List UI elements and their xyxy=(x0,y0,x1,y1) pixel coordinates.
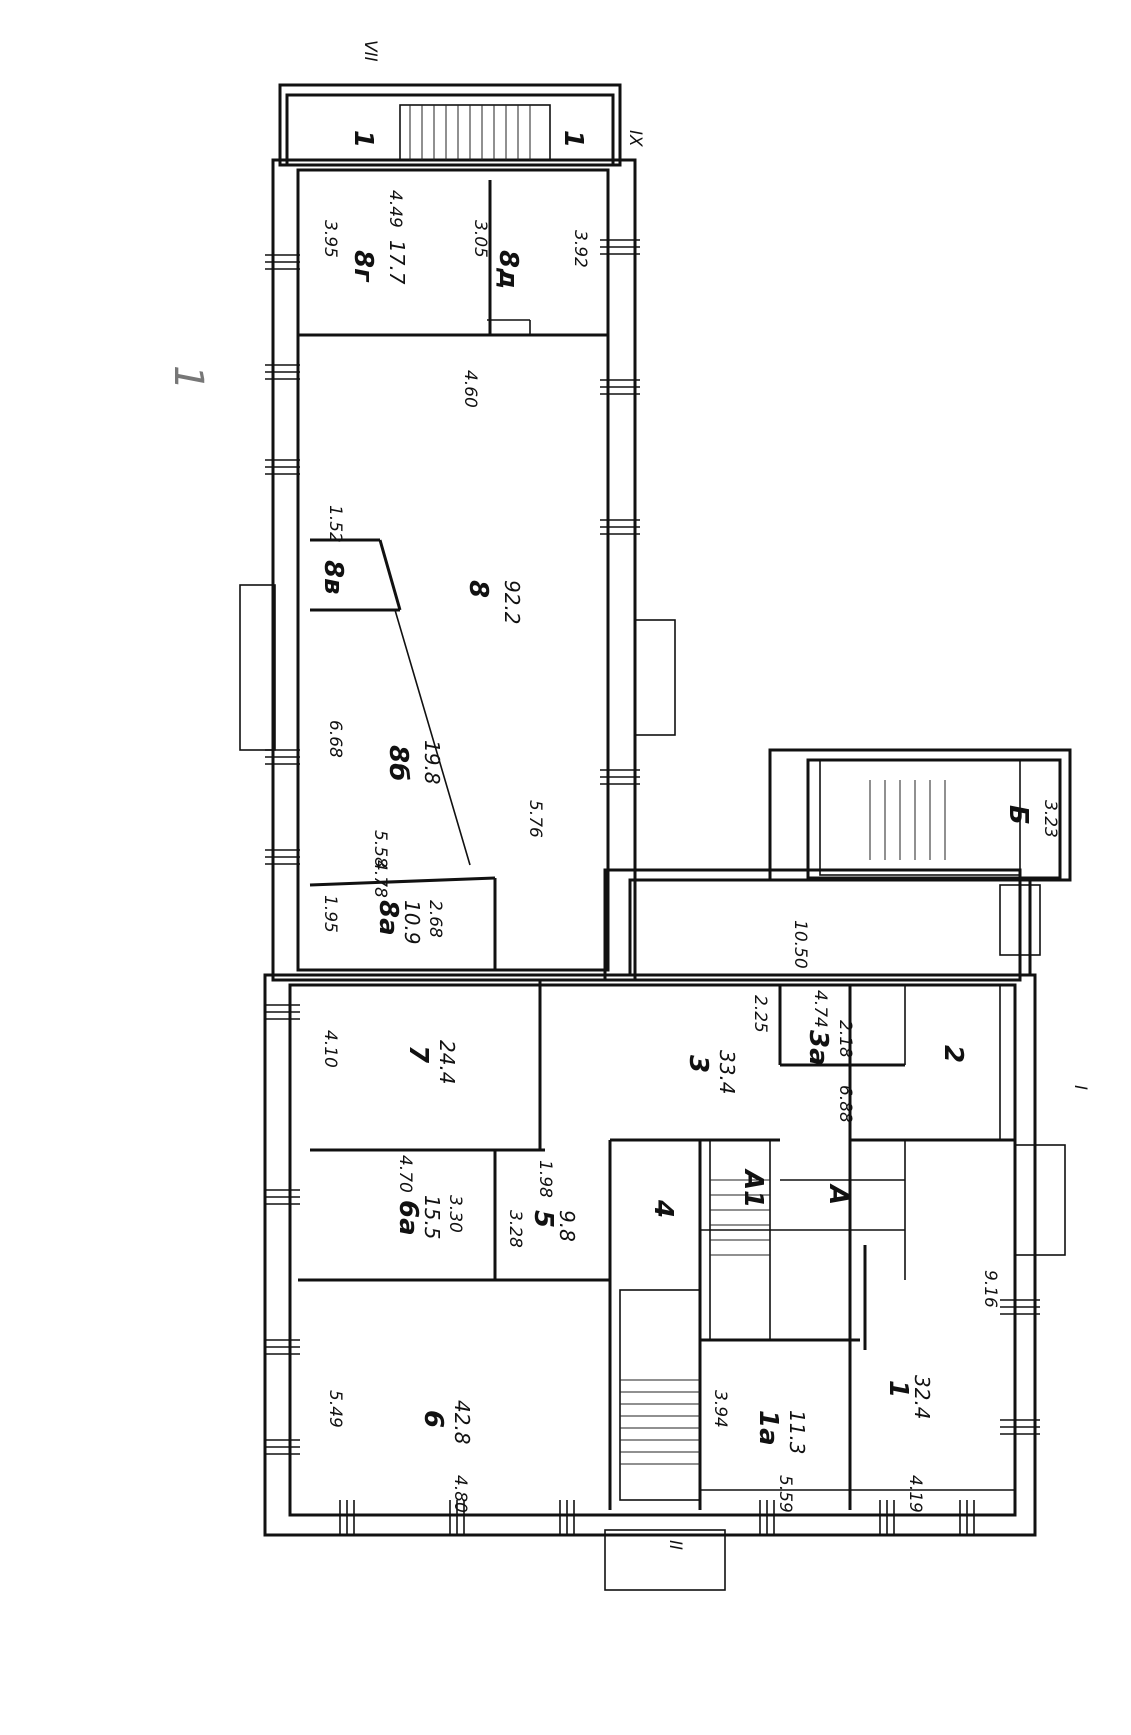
room-8v-dim: 1.52 xyxy=(325,505,345,543)
room-A-label: А xyxy=(823,1183,853,1205)
section-mark-right: I xyxy=(1070,1085,1090,1090)
room-8d-label: 8д xyxy=(493,250,523,289)
room-3-area: 33.4 xyxy=(715,1050,739,1095)
room-8-area: 92.2 xyxy=(500,580,524,625)
section-mark-top-a: VII xyxy=(360,40,380,62)
room-2-label: 2 xyxy=(938,1045,968,1063)
room-6a-label: 6а xyxy=(393,1200,423,1236)
room-1-dim-a: 9.16 xyxy=(980,1270,1000,1308)
room-8-label: 8 xyxy=(463,580,493,598)
room-5-label: 5 xyxy=(528,1210,558,1228)
room-3-dim-a: 2.25 xyxy=(750,995,770,1033)
section-mark-top-b: IX xyxy=(625,130,645,147)
room-1a-area: 11.3 xyxy=(785,1410,809,1455)
room-7-dim: 4.10 xyxy=(320,1030,340,1068)
room-8a-label: 8а xyxy=(373,900,403,936)
partitions xyxy=(298,180,1015,1510)
room-8d-dim-a: 3.05 xyxy=(470,220,490,258)
room-8g-label: 8г xyxy=(348,250,378,283)
room-8b-area: 19.8 xyxy=(420,740,444,785)
room-6a-dim-a: 4.70 xyxy=(395,1155,415,1193)
room-8b-label: 8б xyxy=(383,745,413,781)
room-6a-dim-b: 3.30 xyxy=(445,1195,465,1233)
room-3a-label: 3а xyxy=(803,1030,833,1066)
room-3-dim-b: 6.88 xyxy=(835,1085,855,1123)
section-mark-bottom: II xyxy=(665,1540,685,1550)
outer-walls xyxy=(263,83,1072,1537)
room-B-dim: 3.23 xyxy=(1040,800,1060,838)
room-1a-label: 1а xyxy=(753,1410,783,1446)
room-5-dim-b: 3.28 xyxy=(505,1210,525,1248)
room-1a-dim-a: 3.94 xyxy=(710,1390,730,1428)
room-8-dim-a: 4.60 xyxy=(460,370,480,408)
room-B-label: Б xyxy=(1003,805,1033,825)
room-8a-dim-a: 1.95 xyxy=(320,895,340,933)
room-3a-dim-a: 4.74 xyxy=(810,990,830,1028)
room-8d-dim-b: 3.92 xyxy=(570,230,590,268)
room-3a-dim-b: 2.18 xyxy=(835,1020,855,1058)
room-5-area: 9.8 xyxy=(555,1210,579,1242)
room-6-dim-a: 5.49 xyxy=(325,1390,345,1428)
room-8g-dim-b: 4.49 xyxy=(385,190,405,228)
room-6-label: 6 xyxy=(418,1410,448,1428)
room-1-area: 32.4 xyxy=(910,1375,934,1420)
room-8a-dim-d: 5.58 xyxy=(370,830,390,868)
room-6-area: 42.8 xyxy=(450,1400,474,1445)
room-1-label: 1 xyxy=(883,1380,913,1398)
room-1-top-right-label: 1 xyxy=(558,130,588,148)
side-scrawl: 1 xyxy=(165,365,211,390)
room-3-label: 3 xyxy=(683,1055,713,1073)
room-1a-dim-b: 5.59 xyxy=(775,1475,795,1513)
room-3-dim-c: 10.50 xyxy=(790,920,810,969)
room-6-dim-b: 4.80 xyxy=(450,1475,470,1513)
room-8g-area: 17.7 xyxy=(385,240,409,285)
stairs xyxy=(239,104,1066,1591)
room-8a-dim-c: 2.68 xyxy=(425,900,445,938)
room-5-dim-a: 1.98 xyxy=(535,1160,555,1198)
room-8b-dim: 6.68 xyxy=(325,720,345,758)
room-8-dim-b: 5.76 xyxy=(525,800,545,838)
room-8a-area: 10.9 xyxy=(400,900,424,945)
room-A1-label: А1 xyxy=(738,1168,768,1208)
room-8v-label: 8в xyxy=(318,560,348,595)
room-1-dim-b: 4.19 xyxy=(905,1475,925,1513)
room-7-label: 7 xyxy=(403,1045,433,1064)
room-8g-dim-a: 3.95 xyxy=(320,220,340,258)
room-1-top-left-label: 1 xyxy=(348,130,378,148)
room-7-area: 24.4 xyxy=(435,1040,459,1085)
room-8a-dim-b: 4.78 xyxy=(370,860,390,898)
room-labels: 1 VII IX I II 1 1 8г 17.7 3.95 4.49 8д 3… xyxy=(165,40,1090,1550)
room-6a-area: 15.5 xyxy=(420,1195,444,1240)
room-4-label: 4 xyxy=(648,1199,678,1218)
windows xyxy=(265,239,1040,1535)
